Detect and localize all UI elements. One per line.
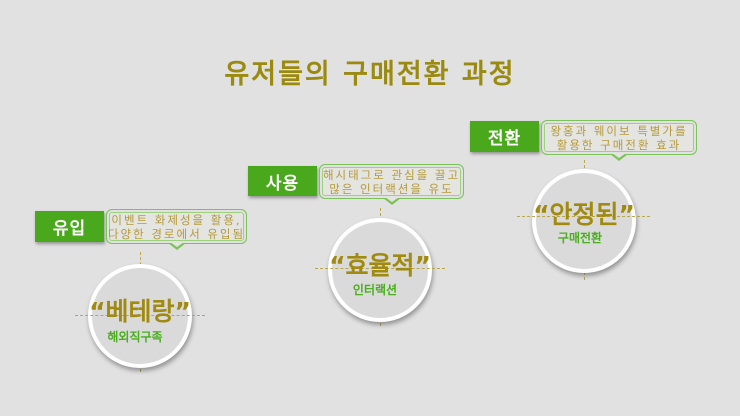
step-callout-inflow: 이벤트 화제성을 활용, 다양한 경로에서 유입됨	[106, 209, 247, 250]
guide-line-horizontal	[517, 216, 650, 217]
step-badge-conversion: 전환	[470, 121, 539, 152]
step-keyword-usage: “효율적”	[329, 251, 431, 280]
callout-line: 이벤트 화제성을 활용,	[111, 212, 242, 227]
page-title: 유저들의 구매전환 과정	[224, 59, 516, 90]
callout-line: 왕홍과 웨이보 특별가를	[550, 123, 688, 138]
callout-pointer	[610, 153, 628, 161]
step-callout-usage: 해시태그로 관심을 끌고 많은 인터랙션을 유도	[319, 164, 464, 205]
step-badge-usage: 사용	[248, 166, 317, 196]
step-subtitle-conversion: 구매전환	[557, 231, 603, 245]
step-callout-conversion: 왕홍과 웨이보 특별가를 활용한 구매전환 효과	[541, 120, 697, 161]
step-circle-usage	[328, 218, 432, 322]
callout-line: 많은 인터랙션을 유도	[329, 181, 454, 196]
guide-line-horizontal	[315, 268, 445, 269]
callout-line: 해시태그로 관심을 끌고	[322, 167, 461, 182]
guide-line-horizontal	[75, 315, 205, 316]
step-circle-conversion	[532, 169, 636, 273]
step-badge-inflow: 유입	[35, 211, 104, 242]
step-keyword-inflow: “베테랑”	[89, 297, 191, 326]
step-subtitle-usage: 인터랙션	[352, 283, 398, 297]
callout-line: 다양한 경로에서 유입됨	[107, 226, 246, 241]
callout-line: 활용한 구매전환 효과	[556, 137, 682, 152]
callout-pointer	[382, 197, 401, 205]
step-subtitle-inflow: 해외직구족	[107, 330, 163, 344]
step-circle-inflow	[88, 264, 192, 368]
step-keyword-conversion: “안정된”	[533, 200, 635, 229]
callout-pointer	[167, 242, 186, 250]
